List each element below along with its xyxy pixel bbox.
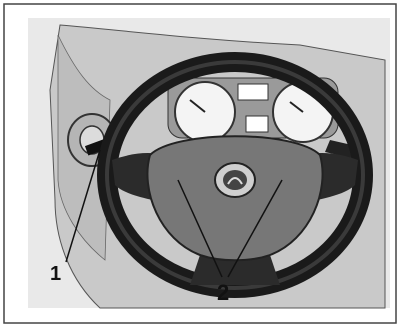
callout-1-label: 1: [50, 263, 61, 285]
warning-display: [238, 84, 268, 100]
callout-2-label: 2: [217, 280, 229, 305]
center-gauge: [246, 116, 268, 132]
